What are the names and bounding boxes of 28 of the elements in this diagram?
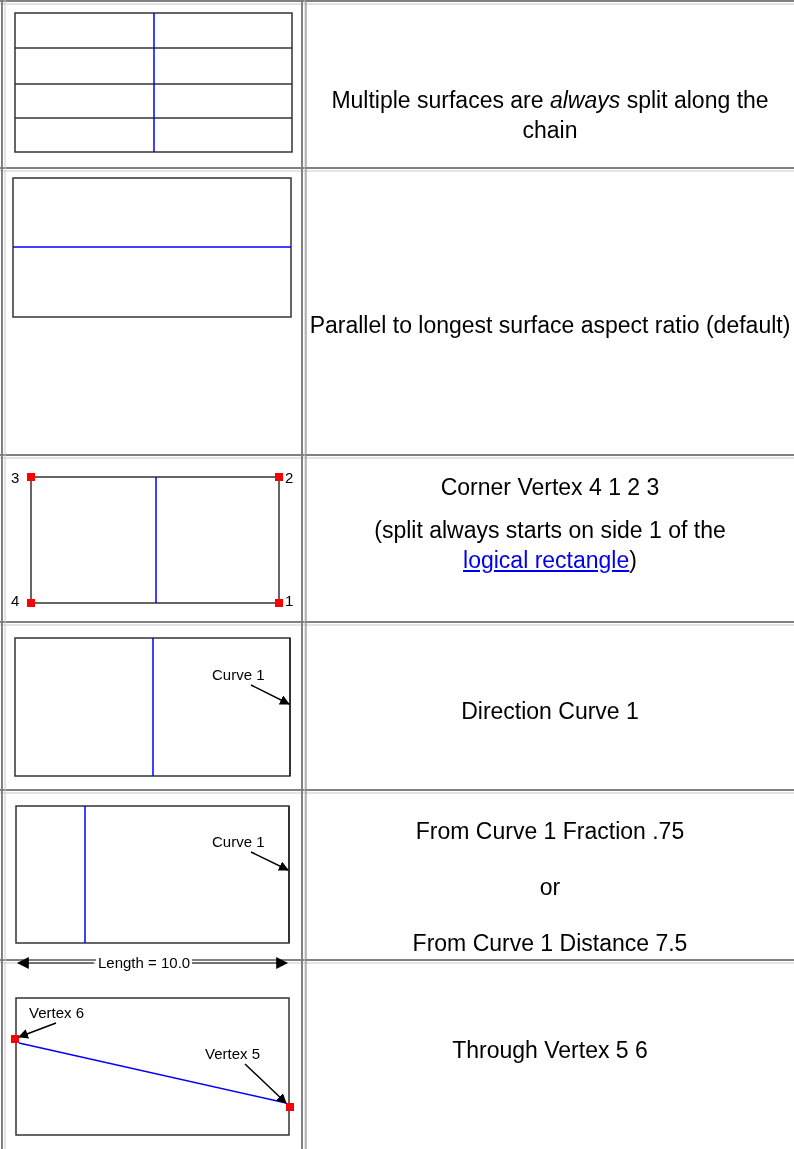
description-text: From Curve 1 Fraction .75 [414,817,686,846]
description-text: Parallel to longest surface aspect ratio (default) [308,311,792,340]
description-text: (split always starts on side 1 of the logical rectangle) [373,516,727,575]
callout-label: Curve 1 [212,666,265,683]
vertex-number: 1 [285,592,294,609]
vertex-marker [286,1103,294,1111]
description-text: Direction Curve 1 [460,697,640,726]
description-text: From Curve 1 Distance 7.5 [411,929,689,958]
callout-label: Curve 1 [212,833,265,850]
leader-line [18,1022,57,1039]
description-text: or [538,873,562,902]
description-text: Corner Vertex 4 1 2 3 [439,473,661,502]
split-line [18,1042,287,1104]
callout-label: Vertex 5 [205,1045,261,1062]
link: logical rectangle [463,547,630,573]
rectangle-side-line [288,806,290,943]
vertex-number: 4 [11,592,20,609]
vertex-number: 2 [285,469,294,486]
dimension-label: Length = 10.0 [96,954,193,971]
vertex-number: 3 [11,469,20,486]
leader-line [244,1063,287,1104]
description-text: Multiple surfaces are always split along the chain [330,86,770,145]
rectangle-side-line [289,638,291,776]
vertex-marker [11,1035,19,1043]
callout-label: Vertex 6 [29,1004,85,1021]
description-text: Through Vertex 5 6 [451,1036,649,1065]
leader-line [250,684,290,705]
leader-line [250,851,289,871]
